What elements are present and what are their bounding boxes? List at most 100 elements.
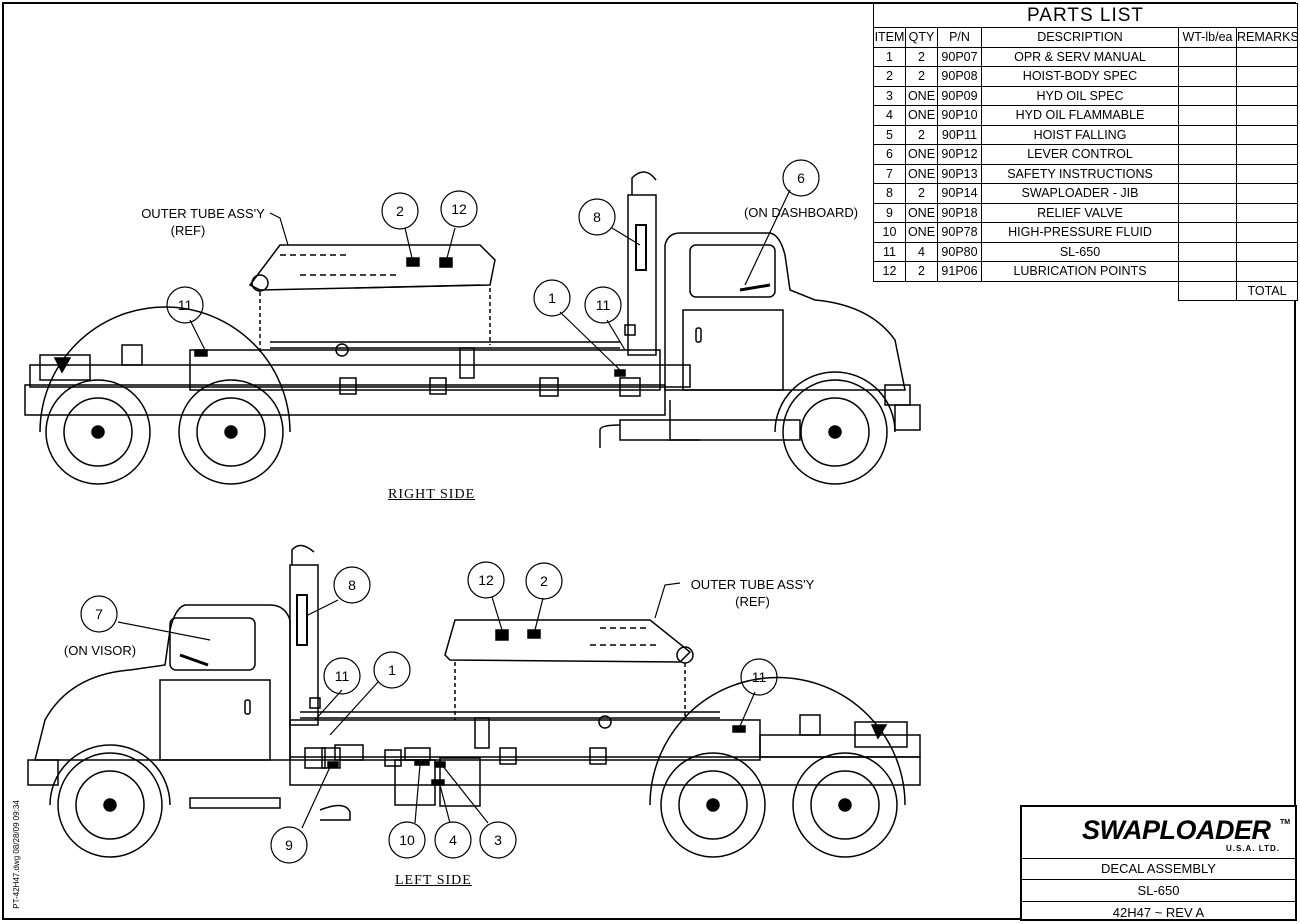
cell-desc: HYD OIL SPEC [981, 85, 1179, 106]
cell-empty [1178, 46, 1237, 67]
cell-empty [1235, 144, 1299, 165]
balloon-number: 8 [593, 209, 601, 225]
cell-pn: 90P12 [937, 144, 982, 165]
note-outer-tube-left: OUTER TUBE ASS'Y (REF) [680, 576, 825, 610]
balloon-number: 10 [399, 832, 415, 848]
brand-name: SWAPLOADER [1082, 815, 1271, 845]
cell-desc: RELIEF VALVE [981, 202, 1179, 223]
balloon-number: 1 [388, 662, 396, 678]
trademark: TM [1280, 819, 1291, 826]
left-side-truck [27, 544, 921, 858]
cell-item: 4 [873, 105, 906, 126]
cell-item: 2 [873, 66, 906, 87]
file-stamp: PT-42H47.dwg 08/28/09 09:34 [11, 800, 21, 909]
cell-pn: 90P10 [937, 105, 982, 126]
total-label: TOTAL [1235, 280, 1299, 301]
cell-empty [1178, 202, 1237, 223]
cell-item: 7 [873, 163, 906, 184]
balloon-number: 11 [752, 669, 767, 685]
cell-item: 10 [873, 222, 906, 243]
note-line: OUTER TUBE ASS'Y [690, 577, 815, 592]
cell-empty [1235, 163, 1299, 184]
column-header: QTY [905, 27, 938, 48]
note-dashboard: (ON DASHBOARD) [743, 205, 859, 220]
cell-item: 1 [873, 46, 906, 67]
cell-pn: 90P14 [937, 183, 982, 204]
cell-qty: ONE [905, 202, 938, 223]
balloon-number: 6 [797, 170, 805, 186]
balloon-number: 11 [335, 668, 350, 684]
cell-pn: 90P09 [937, 85, 982, 106]
cell-item: 6 [873, 144, 906, 165]
note-line: (REF) [170, 223, 206, 238]
cell-empty [1178, 163, 1237, 184]
cell-item: 11 [873, 241, 906, 262]
note-outer-tube-right: OUTER TUBE ASS'Y (REF) [118, 205, 288, 239]
balloon-number: 11 [178, 297, 193, 313]
balloon-number: 11 [596, 297, 611, 313]
balloons [80, 159, 820, 864]
cell-desc: SWAPLOADER - JIB [981, 183, 1179, 204]
right-side-truck [24, 171, 921, 485]
cell-desc: OPR & SERV MANUAL [981, 46, 1179, 67]
note-line: OUTER TUBE ASS'Y [141, 206, 265, 221]
column-header: ITEM [873, 27, 906, 48]
right-side-label: RIGHT SIDE [388, 487, 476, 502]
cell-empty [1178, 124, 1237, 145]
cell-empty [1235, 202, 1299, 223]
cell-empty [1178, 261, 1237, 282]
cell-item: 3 [873, 85, 906, 106]
cell-qty: ONE [905, 163, 938, 184]
cell-item: 5 [873, 124, 906, 145]
cell-qty: ONE [905, 105, 938, 126]
cell-desc: LEVER CONTROL [981, 144, 1179, 165]
cell-qty: 4 [905, 241, 938, 262]
cell-item: 8 [873, 183, 906, 204]
balloon-number: 2 [396, 203, 404, 219]
cell-empty [1178, 183, 1237, 204]
title-block: SWAPLOADER TM U.S.A. LTD. DECAL ASSEMBLY… [1020, 805, 1297, 921]
total-weight [1178, 280, 1237, 301]
cell-empty [1235, 85, 1299, 106]
cell-empty [1235, 46, 1299, 67]
cell-empty [1235, 222, 1299, 243]
cell-empty [1235, 124, 1299, 145]
cell-pn: 91P06 [937, 261, 982, 282]
cell-desc: HIGH-PRESSURE FLUID [981, 222, 1179, 243]
left-side-label: LEFT SIDE [395, 873, 472, 888]
model-number: SL-650 [1022, 880, 1295, 902]
balloon-number: 4 [449, 832, 457, 848]
cell-qty: ONE [905, 222, 938, 243]
cell-empty [1235, 241, 1299, 262]
balloon-number: 12 [478, 572, 494, 588]
cell-qty: 2 [905, 46, 938, 67]
column-header: P/N [937, 27, 982, 48]
balloon-number: 8 [348, 577, 356, 593]
drawing-title: DECAL ASSEMBLY [1022, 858, 1295, 880]
drawing-number: 42H47 ~ REV A [1112, 905, 1205, 920]
column-header: REMARKS [1235, 27, 1299, 48]
cell-pn: 90P80 [937, 241, 982, 262]
cell-qty: 2 [905, 124, 938, 145]
cell-desc: SAFETY INSTRUCTIONS [981, 163, 1179, 184]
balloon-number: 12 [451, 201, 467, 217]
cell-item: 9 [873, 202, 906, 223]
cell-empty [1178, 241, 1237, 262]
cell-empty [1178, 66, 1237, 87]
cell-item: 12 [873, 261, 906, 282]
cell-desc: HOIST FALLING [981, 124, 1179, 145]
leader-lines [117, 189, 791, 829]
